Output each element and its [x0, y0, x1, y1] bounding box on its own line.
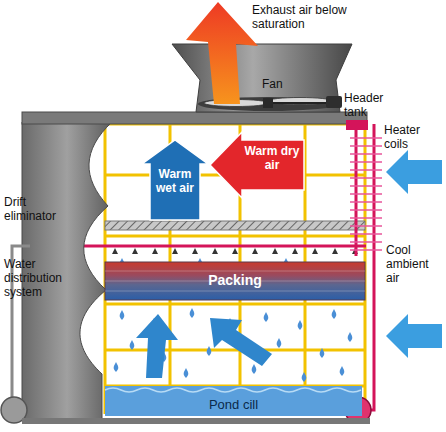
- part-label: Header tank: [344, 92, 390, 120]
- water-droplets: [320, 348, 325, 358]
- pond-band-shape: [105, 386, 362, 416]
- packing-band: Packing: [105, 262, 365, 300]
- heater-coils-symbol: [356, 124, 374, 256]
- fan-symbol: [268, 98, 332, 105]
- water-droplets: [252, 364, 257, 374]
- frame-beams: [105, 124, 365, 414]
- water-droplets: [348, 332, 353, 342]
- water-droplets: [114, 362, 119, 372]
- air-flow-arrow-shape: [210, 132, 304, 198]
- water-droplets: [207, 346, 212, 356]
- water-droplets: [277, 338, 282, 348]
- heater-coils-symbol: [346, 120, 382, 256]
- water-distribution-pipe: [112, 248, 358, 254]
- fan-deck: [22, 112, 367, 124]
- tower-floor: [22, 418, 370, 424]
- part-label: Heater coils: [384, 124, 444, 152]
- part-label: Water distribution system: [4, 258, 78, 299]
- heater-coils-symbol: [350, 138, 382, 250]
- fan-symbol: [326, 96, 342, 108]
- node-text: Packing: [105, 272, 365, 288]
- fan-stack: [172, 44, 352, 112]
- fan-symbol: [263, 98, 273, 108]
- ambient-air-arrows: [386, 314, 442, 358]
- packing-band-shape: [105, 271, 365, 291]
- internal-air-arrows: [136, 314, 178, 378]
- pond-band: Pond cill: [105, 386, 362, 416]
- water-droplets: [340, 366, 345, 376]
- air-flow-arrow: Warm wet air: [142, 140, 208, 220]
- air-flow-arrow-outline: [210, 132, 304, 198]
- part-label: Exhaust air below saturation: [252, 4, 356, 32]
- return-pipe: [1, 246, 374, 423]
- node-text: Warm wet air: [148, 167, 202, 195]
- node-text: Warm dry air: [244, 144, 300, 172]
- ambient-air-arrows: [386, 150, 442, 194]
- air-flow-arrow-shape: [142, 140, 208, 220]
- pond-band-shape: [105, 388, 361, 392]
- water-droplets: [130, 340, 135, 350]
- frame-lattice: [105, 124, 365, 414]
- fan-symbol: [273, 102, 328, 104]
- water-droplets: [120, 310, 125, 320]
- water-droplets: [298, 320, 303, 330]
- air-flow-arrow: Warm dry air: [210, 132, 304, 198]
- frame-interior: [105, 124, 365, 414]
- water-droplets: [264, 312, 269, 322]
- return-pipe: [370, 256, 374, 410]
- internal-air-arrows: [210, 318, 272, 366]
- drift-eliminator-band: [105, 221, 365, 230]
- part-label: Cool ambient air: [386, 244, 444, 285]
- water-droplets: [184, 368, 189, 378]
- internal-air-arrows: [136, 314, 272, 378]
- node-text: Pond cill: [105, 397, 362, 412]
- part-label: Drift eliminator: [4, 196, 70, 224]
- water-droplets: [302, 372, 307, 382]
- packing-band-shape: [105, 262, 365, 300]
- part-label: Fan: [262, 78, 292, 92]
- exhaust-arrow: [186, 2, 258, 104]
- heater-coils-symbol: [346, 120, 368, 130]
- water-droplets: [332, 309, 337, 319]
- water-droplets: [190, 308, 195, 318]
